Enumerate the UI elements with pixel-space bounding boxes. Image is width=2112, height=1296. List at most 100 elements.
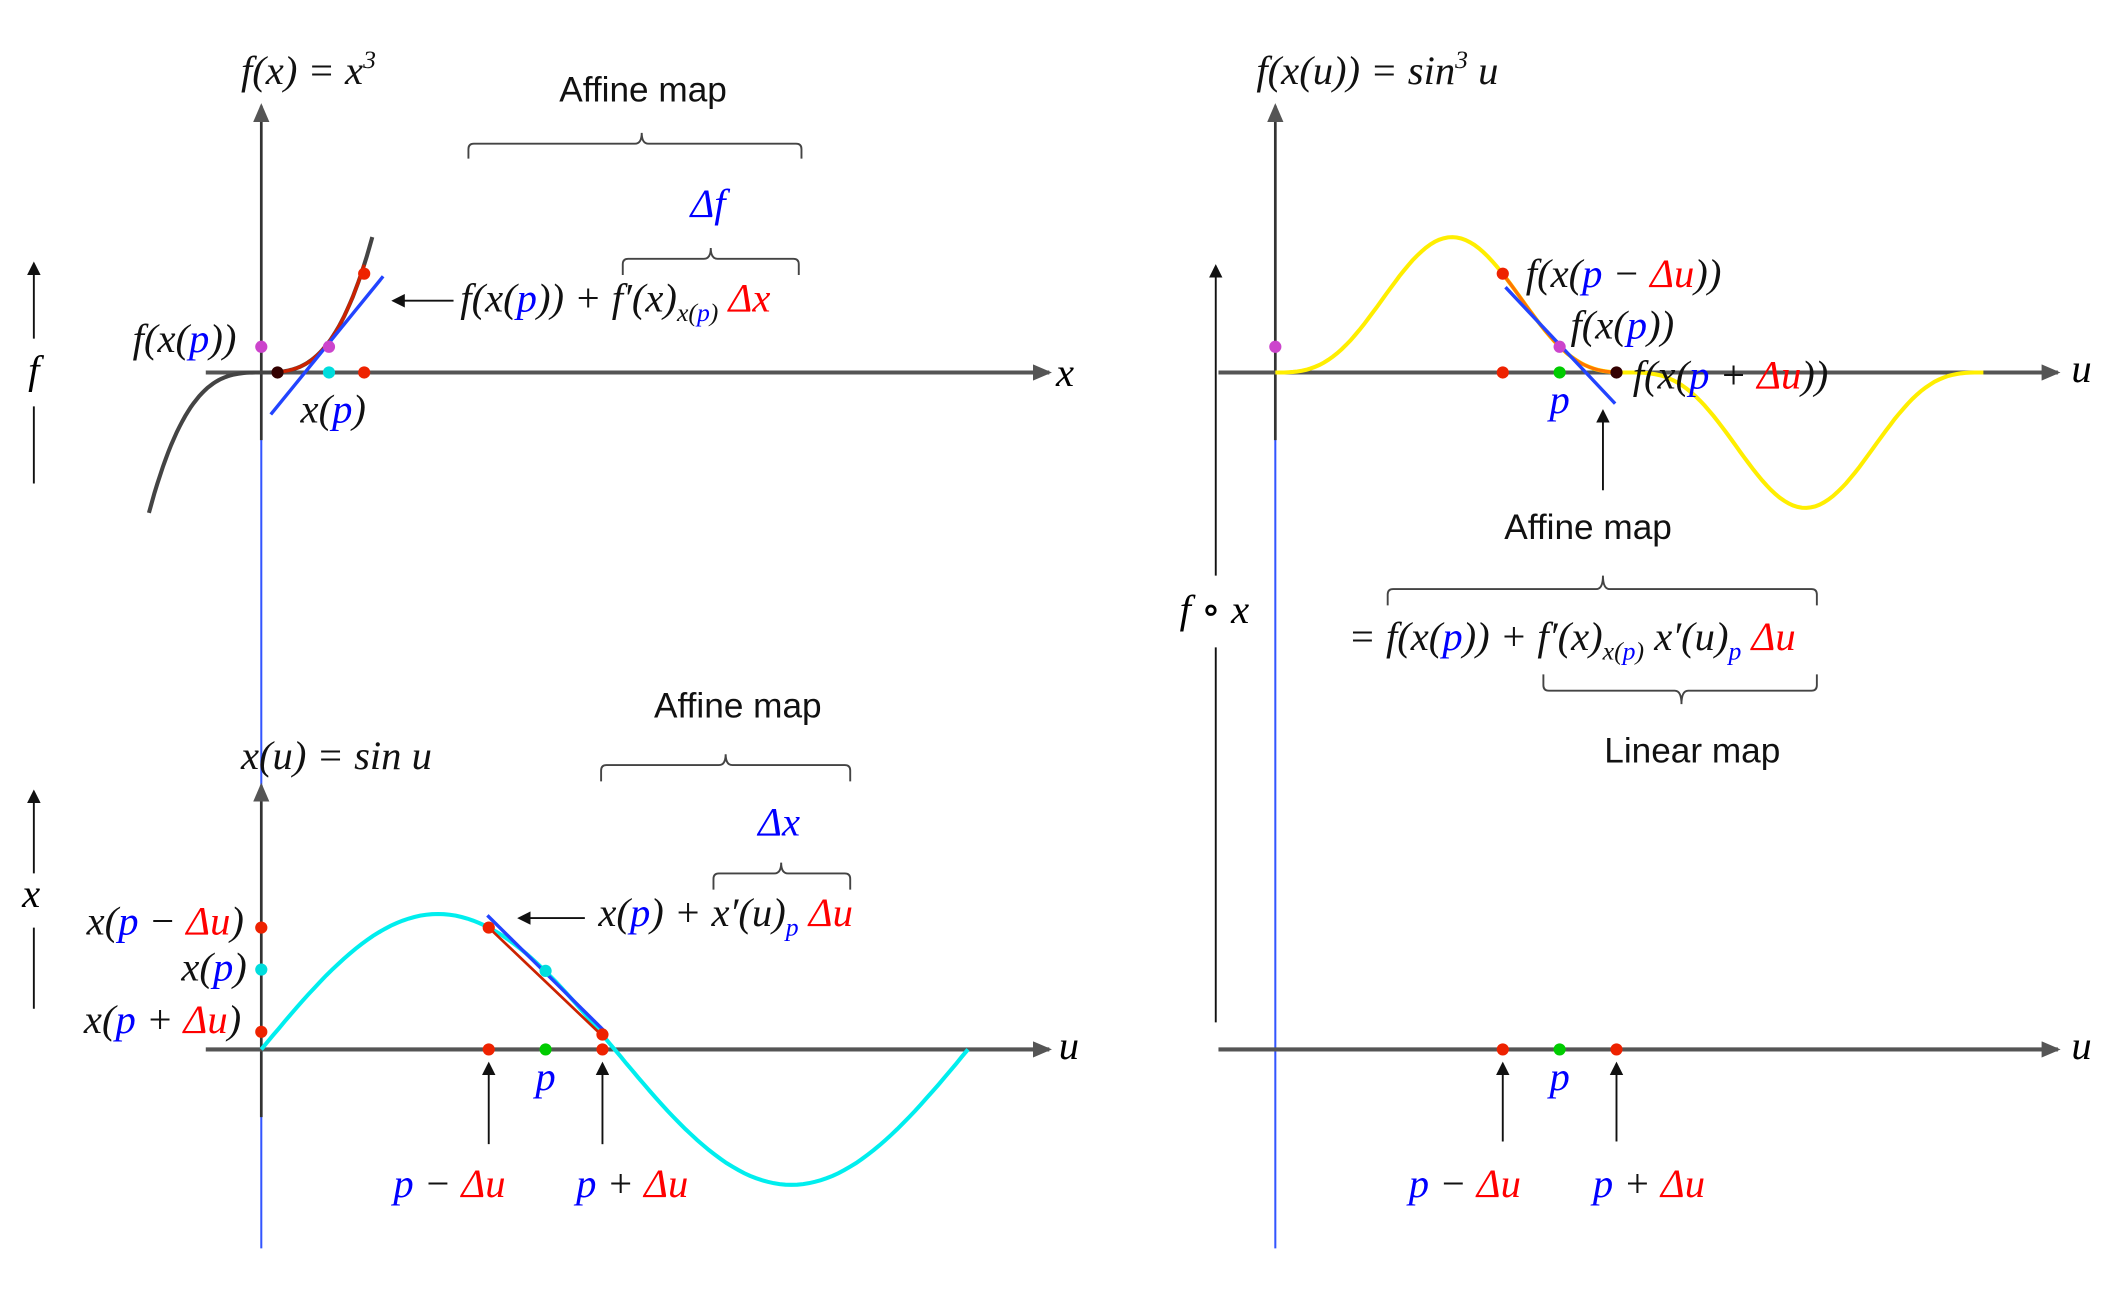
formula-part: f(x( [1570, 303, 1629, 348]
formula-part: x( [300, 387, 335, 432]
formula-part [799, 890, 809, 935]
point-curve-plus [1610, 366, 1623, 379]
formula-part: ) [708, 298, 719, 327]
formula-part: ) [350, 387, 366, 432]
formula-part: x(u) = sin u [240, 733, 432, 778]
formula-part: Δu [1755, 353, 1801, 398]
formula-part: Δu [1475, 1161, 1521, 1206]
point-y-plus [255, 1025, 268, 1038]
u-axis-label-top: u [2071, 346, 2091, 391]
formula-part: p [1686, 353, 1709, 398]
formula-part: x′(u) [1644, 614, 1728, 659]
side-label-f: f [28, 347, 44, 392]
affine-map-label: Affine map [1504, 508, 1672, 547]
formula-part: 3 [1454, 45, 1468, 74]
formula-part [1741, 614, 1751, 659]
point-bottom-plus [1610, 1043, 1623, 1056]
f-p-label: f(x(p)) [1570, 303, 1674, 348]
affine-formula: x(p) + x′(u)p Δu [597, 890, 853, 941]
formula-part: f(x( [460, 276, 519, 321]
affine-brace [1386, 575, 1818, 606]
formula-part: u [1468, 48, 1498, 93]
u-axis-label-bottom: u [2071, 1023, 2091, 1068]
formula-part: ) [226, 997, 242, 1042]
formula-part: p [113, 997, 136, 1042]
formula-part: = f(x( [1348, 614, 1444, 659]
formula-part: + [1613, 1161, 1661, 1206]
side-label-fox: f ∘ x [1180, 587, 1250, 632]
formula-part: Δu [459, 1161, 505, 1206]
panel-title: x(u) = sin u [240, 733, 432, 778]
formula-part: p [1727, 637, 1742, 666]
formula-part: f(x( [133, 316, 192, 361]
point-curve-p [1553, 340, 1566, 353]
x-plus-label: x(p + Δu) [83, 997, 241, 1042]
formula-part: p [390, 1161, 413, 1206]
panel-title: f(x(u)) = sin3 u [1256, 45, 1498, 93]
formula-part: Δx [756, 800, 800, 845]
xp-label: x(p) [300, 387, 366, 432]
formula-part: − [1429, 1161, 1477, 1206]
formula-part: − [139, 898, 187, 943]
formula-part: p [1621, 637, 1636, 666]
formula-part: p [1579, 251, 1602, 296]
formula-part: )) + f′(x) [1461, 614, 1603, 659]
formula-part: p [186, 316, 209, 361]
formula-part: )) [1645, 303, 1674, 348]
formula-part: p [1546, 1054, 1569, 1099]
p-minus-label: p − Δu [1406, 1161, 1521, 1206]
formula-part: x( [676, 298, 698, 327]
formula-part: p [695, 298, 710, 327]
point-axis-minus [1496, 366, 1509, 379]
linear-map-label: Linear map [1604, 731, 1780, 770]
point-curve-p [539, 964, 552, 977]
formula-part: Δx [727, 276, 771, 321]
formula-part: )) [207, 316, 236, 361]
formula-part: x( [86, 898, 121, 943]
affine-brace [467, 132, 803, 159]
chord [487, 926, 604, 1037]
formula-part: p [210, 944, 233, 989]
point-axis-p [539, 1043, 552, 1056]
linear-brace [1542, 674, 1818, 705]
p-plus-label: p + Δu [573, 1161, 688, 1206]
u-axis-label: u [1059, 1023, 1079, 1068]
formula-part: p [514, 276, 537, 321]
formula-part: ) [228, 898, 244, 943]
p-label: p [532, 1054, 555, 1099]
affine-brace [600, 754, 852, 782]
side-label-x: x [21, 871, 40, 916]
formula-part: + [596, 1161, 644, 1206]
point-axis-f [1269, 340, 1282, 353]
point-fxp-axis [255, 340, 268, 353]
formula-part: Δu [642, 1161, 688, 1206]
delta-f-label: Δf [688, 181, 730, 226]
x-p-label: x(p) [180, 944, 246, 989]
formula-part: f(x( [1526, 251, 1585, 296]
point-xp [322, 366, 336, 379]
point-axis-p [1553, 366, 1566, 379]
affine-map-label: Affine map [559, 71, 727, 110]
formula-part: Δu [1648, 251, 1694, 296]
delta-x-brace [712, 862, 852, 890]
formula-part: + [136, 997, 184, 1042]
formula-part: − [1602, 251, 1650, 296]
formula-part: Δu [807, 890, 853, 935]
formula-part: )) + f′(x) [535, 276, 677, 321]
point-curve-minus [1496, 267, 1509, 280]
point-origin [271, 366, 284, 379]
composite-formula: = f(x(p)) + f′(x)x(p) x′(u)p Δu [1348, 614, 1795, 665]
point-curve-minus [482, 921, 495, 934]
p-label-top: p [1546, 377, 1569, 422]
formula-part: p [573, 1161, 596, 1206]
formula-part: x( [180, 944, 215, 989]
panel-x-sine: u x(u) = sin u x(p − Δu) x(p) x(p + Δu) … [21, 687, 1079, 1206]
formula-part: p [329, 387, 352, 432]
formula-part: f(x(u)) = sin [1256, 48, 1455, 93]
formula-part: x( [1602, 637, 1624, 666]
p-minus-label: p − Δu [390, 1161, 505, 1206]
fxp-label: f(x(p)) [133, 316, 237, 361]
sine-curve [259, 911, 970, 1187]
affine-formula: f(x(p)) + f′(x)x(p) Δx [460, 276, 770, 327]
